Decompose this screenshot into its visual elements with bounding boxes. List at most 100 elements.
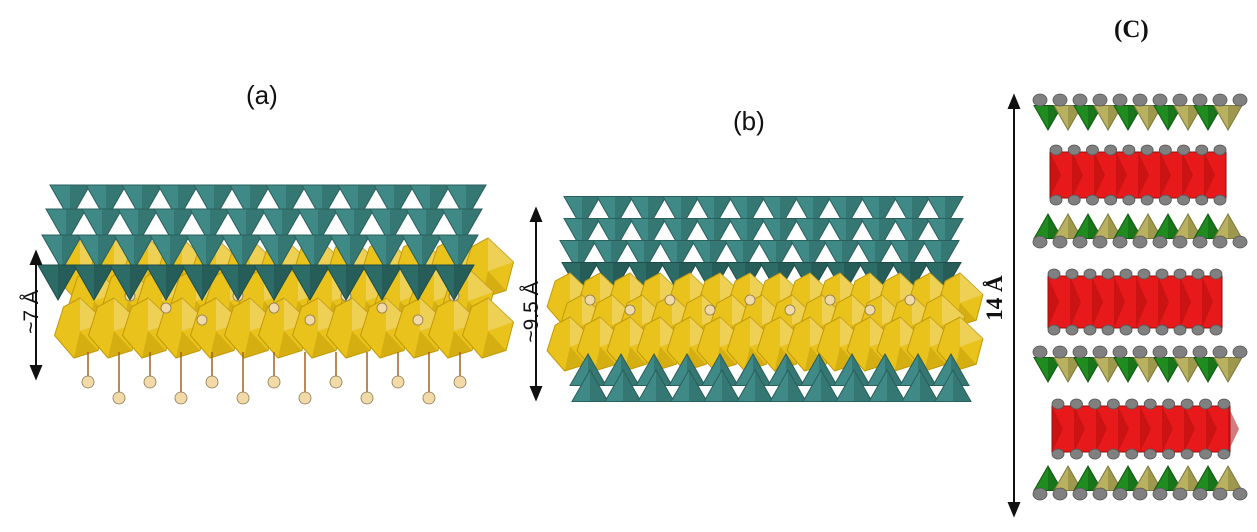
tetrahedron-shade (1228, 105, 1242, 130)
tetrahedron-shade (314, 235, 334, 270)
sphere (1092, 345, 1108, 359)
sphere (205, 375, 219, 389)
sphere (1125, 448, 1139, 460)
sphere (1132, 235, 1148, 249)
octahedron-shade (894, 346, 917, 371)
tetrahedron-shade (278, 235, 298, 270)
sphere (1199, 398, 1212, 410)
tetrahedron (37, 264, 79, 302)
sphere (1212, 487, 1228, 501)
sphere (1112, 487, 1128, 501)
tetrahedron (225, 208, 267, 246)
octahedron-shade (1158, 276, 1169, 328)
tetrahedron (1033, 357, 1063, 384)
sphere (1101, 324, 1115, 336)
tetrahedron (1033, 105, 1063, 132)
sphere (1213, 194, 1227, 206)
tetrahedron (1093, 212, 1123, 239)
sphere (1172, 345, 1188, 359)
tetrahedron (926, 196, 964, 230)
sphere (1232, 235, 1248, 249)
sphere (824, 294, 836, 306)
sphere (784, 304, 796, 316)
octahedron-shade (1092, 276, 1103, 328)
sphere (1104, 194, 1118, 206)
tetrahedron (45, 208, 87, 246)
sphere (1192, 345, 1208, 359)
octahedron-shade (954, 346, 977, 371)
tetrahedron (153, 208, 195, 246)
tetrahedron-shade (1228, 214, 1242, 239)
tetrahedron-shade (788, 370, 806, 402)
tetrahedron (229, 184, 271, 222)
tetrahedron (1073, 105, 1103, 132)
sphere (1088, 448, 1102, 460)
tetrahedron (670, 368, 708, 402)
tetrahedron (1193, 212, 1223, 239)
octahedron-shade (1118, 406, 1129, 452)
tetrahedron (189, 208, 231, 246)
sphere (1122, 194, 1136, 206)
sphere (1119, 268, 1133, 280)
sphere (268, 302, 280, 314)
sphere (1172, 487, 1188, 501)
octahedron-shade (594, 346, 617, 371)
tetrahedron (1153, 357, 1183, 384)
sphere (584, 294, 596, 306)
sphere (864, 304, 876, 316)
tetrahedron (301, 184, 343, 222)
spacing-arrow-c (1007, 93, 1021, 518)
sphere (1032, 487, 1048, 501)
sphere (1070, 448, 1083, 460)
tetrahedron (217, 264, 259, 302)
sphere (1155, 268, 1169, 280)
tetrahedron (926, 218, 964, 252)
sphere (298, 391, 312, 405)
sphere (1083, 324, 1097, 336)
tetrahedron (81, 208, 123, 246)
sphere (1155, 324, 1169, 336)
sphere (1112, 235, 1128, 249)
tetrahedron (934, 368, 972, 402)
sphere (1232, 487, 1248, 501)
octahedron-shade (482, 331, 506, 358)
sphere (1088, 398, 1102, 410)
tetrahedron (185, 234, 227, 272)
octahedron-shade (1204, 152, 1215, 198)
octahedron-shade (1206, 406, 1217, 452)
tetrahedron (445, 184, 487, 222)
tetrahedron (728, 196, 766, 230)
sphere (1209, 268, 1223, 280)
spacing-arrow-a (29, 249, 43, 381)
tetrahedron-shade (1228, 357, 1242, 382)
sphere (1212, 235, 1228, 249)
tetrahedron (253, 264, 295, 302)
sphere (624, 304, 636, 316)
sphere (376, 302, 388, 314)
tetrahedron-shade (422, 235, 442, 270)
sphere (1143, 448, 1157, 460)
tetrahedron (559, 240, 597, 274)
sphere (1106, 448, 1120, 460)
tetrahedron-shade (346, 265, 366, 300)
octahedron-shade (278, 331, 302, 358)
tetrahedron (856, 240, 894, 274)
tetrahedron-shade (854, 370, 872, 402)
octahedron-shade (210, 331, 234, 358)
sphere (1132, 345, 1148, 359)
octahedron-shade (1202, 276, 1213, 328)
octahedron-shade (1070, 276, 1081, 328)
octahedron-shade (244, 331, 268, 358)
tetrahedron (409, 184, 451, 222)
tetrahedron (1153, 464, 1183, 491)
sphere (1122, 144, 1136, 156)
tetrahedron-shade (238, 265, 258, 300)
sphere (1172, 235, 1188, 249)
sphere (112, 391, 126, 405)
tetrahedron (790, 240, 828, 274)
sphere (1047, 324, 1061, 336)
tetrahedron (889, 240, 927, 274)
octahedron-highlight (488, 238, 514, 271)
octahedron-shade (924, 346, 947, 371)
sphere (1192, 93, 1208, 107)
